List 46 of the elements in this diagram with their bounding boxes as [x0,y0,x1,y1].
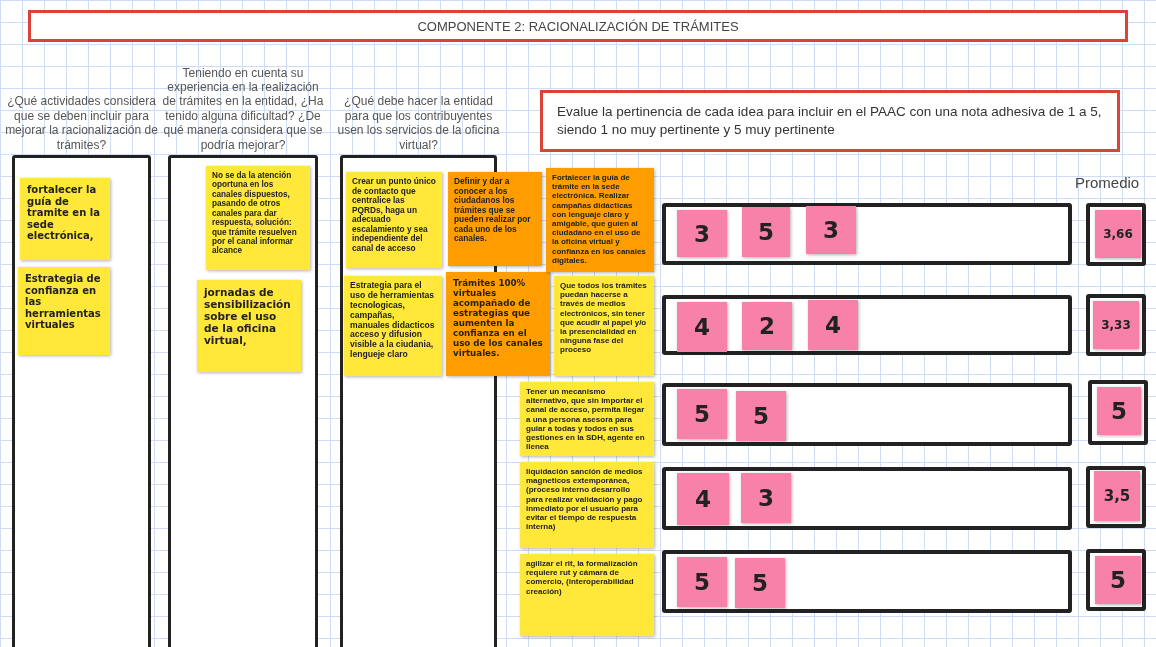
rating-row-frame [662,550,1072,613]
sticky-note: No se da la atención oportuna en los canales dispuestos, pasando de otros canales para dar respuesta, solución: que trámite resuelven por el canal informar alcance [206,166,310,270]
rating-note: 3,33 [1093,301,1139,349]
rating-row-frame [662,383,1072,446]
rating-row-frame [662,467,1072,530]
sticky-note: Tener un mecanismo alternativo, que sin importar el canal de acceso, permita llegar a una persona asesora para guiar a todas y todos en sus gestiones en la SDH, agente en llenea [520,382,654,456]
sticky-note: Que todos los trámites puedan hacerse a través de medios electrónicos, sin tener que acudir al papel y/o la presencialidad en ninguna fase del proceso [554,276,654,376]
rating-row-frame [1088,380,1148,445]
title-banner: COMPONENTE 2: RACIONALIZACIÓN DE TRÁMITES [28,10,1128,42]
rating-row-frame [1086,549,1146,611]
question-text: Teniendo en cuenta su experiencia en la realización de trámites en la entidad, ¿Ha tenido alguna dificultad? ¿De qué manera considera que se podría mejorar? [161,65,325,152]
rating-note: 4 [677,302,727,352]
question-text: ¿Qué actividades considera que se deben incluir para mejorar la racionalización de trámites? [4,94,159,152]
rating-row-frame [1086,466,1146,528]
rating-note: 3,66 [1095,210,1141,258]
rating-note: 4 [677,473,729,525]
rating-note: 5 [677,389,727,439]
rating-note: 5 [677,557,727,607]
rating-note: 3 [806,206,856,254]
rating-note: 2 [742,302,792,350]
rating-row-frame [1086,294,1146,356]
rating-row-frame [1086,203,1146,266]
sticky-note: agilizar el rit, la formalización requiere rut y cámara de comercio, (interoperabilidad creación) [520,554,654,636]
rating-note: 5 [736,391,786,441]
rating-note: 5 [1097,387,1141,435]
rating-note: 3 [677,210,727,257]
sticky-note: jornadas de sensibilización sobre el uso de la oficina virtual, [197,280,301,372]
sticky-note: Estrategia de confianza en las herramientas virtuales [18,267,110,355]
sticky-note: Estrategia para el uso de herramientas tecnologicas, campañas, manuales didacticos acceso y difusion visible a la ciudania, lengueje claro [344,276,442,376]
rating-note: 4 [808,300,858,350]
sticky-note: liquidación sanción de medios magneticos extemporánea, (proceso interno desarrollo para realizar validación y pago inmediato por el usuario para evitar el tiempo de respuesta interna) [520,462,654,548]
sticky-note: fortalecer la guía de tramite en la sede electrónica, [20,178,110,260]
sticky-note: Fortalecer la guía de trámite en la sede electrónica. Realizar campañas didácticas con lenguaje claro y amigable, que guíen al ciudadano en el uso de la oficina virtual y confianza en los canales digitales. [546,168,654,272]
rating-note: 5 [1095,556,1141,604]
rating-row-frame [662,203,1072,265]
rating-note: 3,5 [1094,471,1140,521]
rating-note: 3 [741,473,791,523]
rating-note: 5 [735,558,785,608]
sticky-note: Definir y dar a conocer a los ciudadanos los trámites que se pueden realizar por cada uno de los canales. [448,172,542,266]
question-text: ¿Qué debe hacer la entidad para que los contribuyentes usen los servicios de la oficina virtual? [336,94,501,152]
instruction-box: Evalue la pertinencia de cada idea para incluir en el PAAC con una nota adhesiva de 1 a 5, siendo 1 no muy pertinente y 5 muy pertinente [540,90,1120,152]
sticky-note: Crear un punto único de contacto que centralice las PQRDs, haga un adecuado escalamiento y sea independiente del canal de acceso [346,172,442,268]
sticky-note: Trámites 100% virtuales acompañado de estrategias que aumenten la confianza en el uso de los canales virtuales. [446,272,550,376]
column-heading: Promedio [1075,174,1140,191]
rating-row-frame [662,295,1072,355]
rating-note: 5 [742,207,790,257]
